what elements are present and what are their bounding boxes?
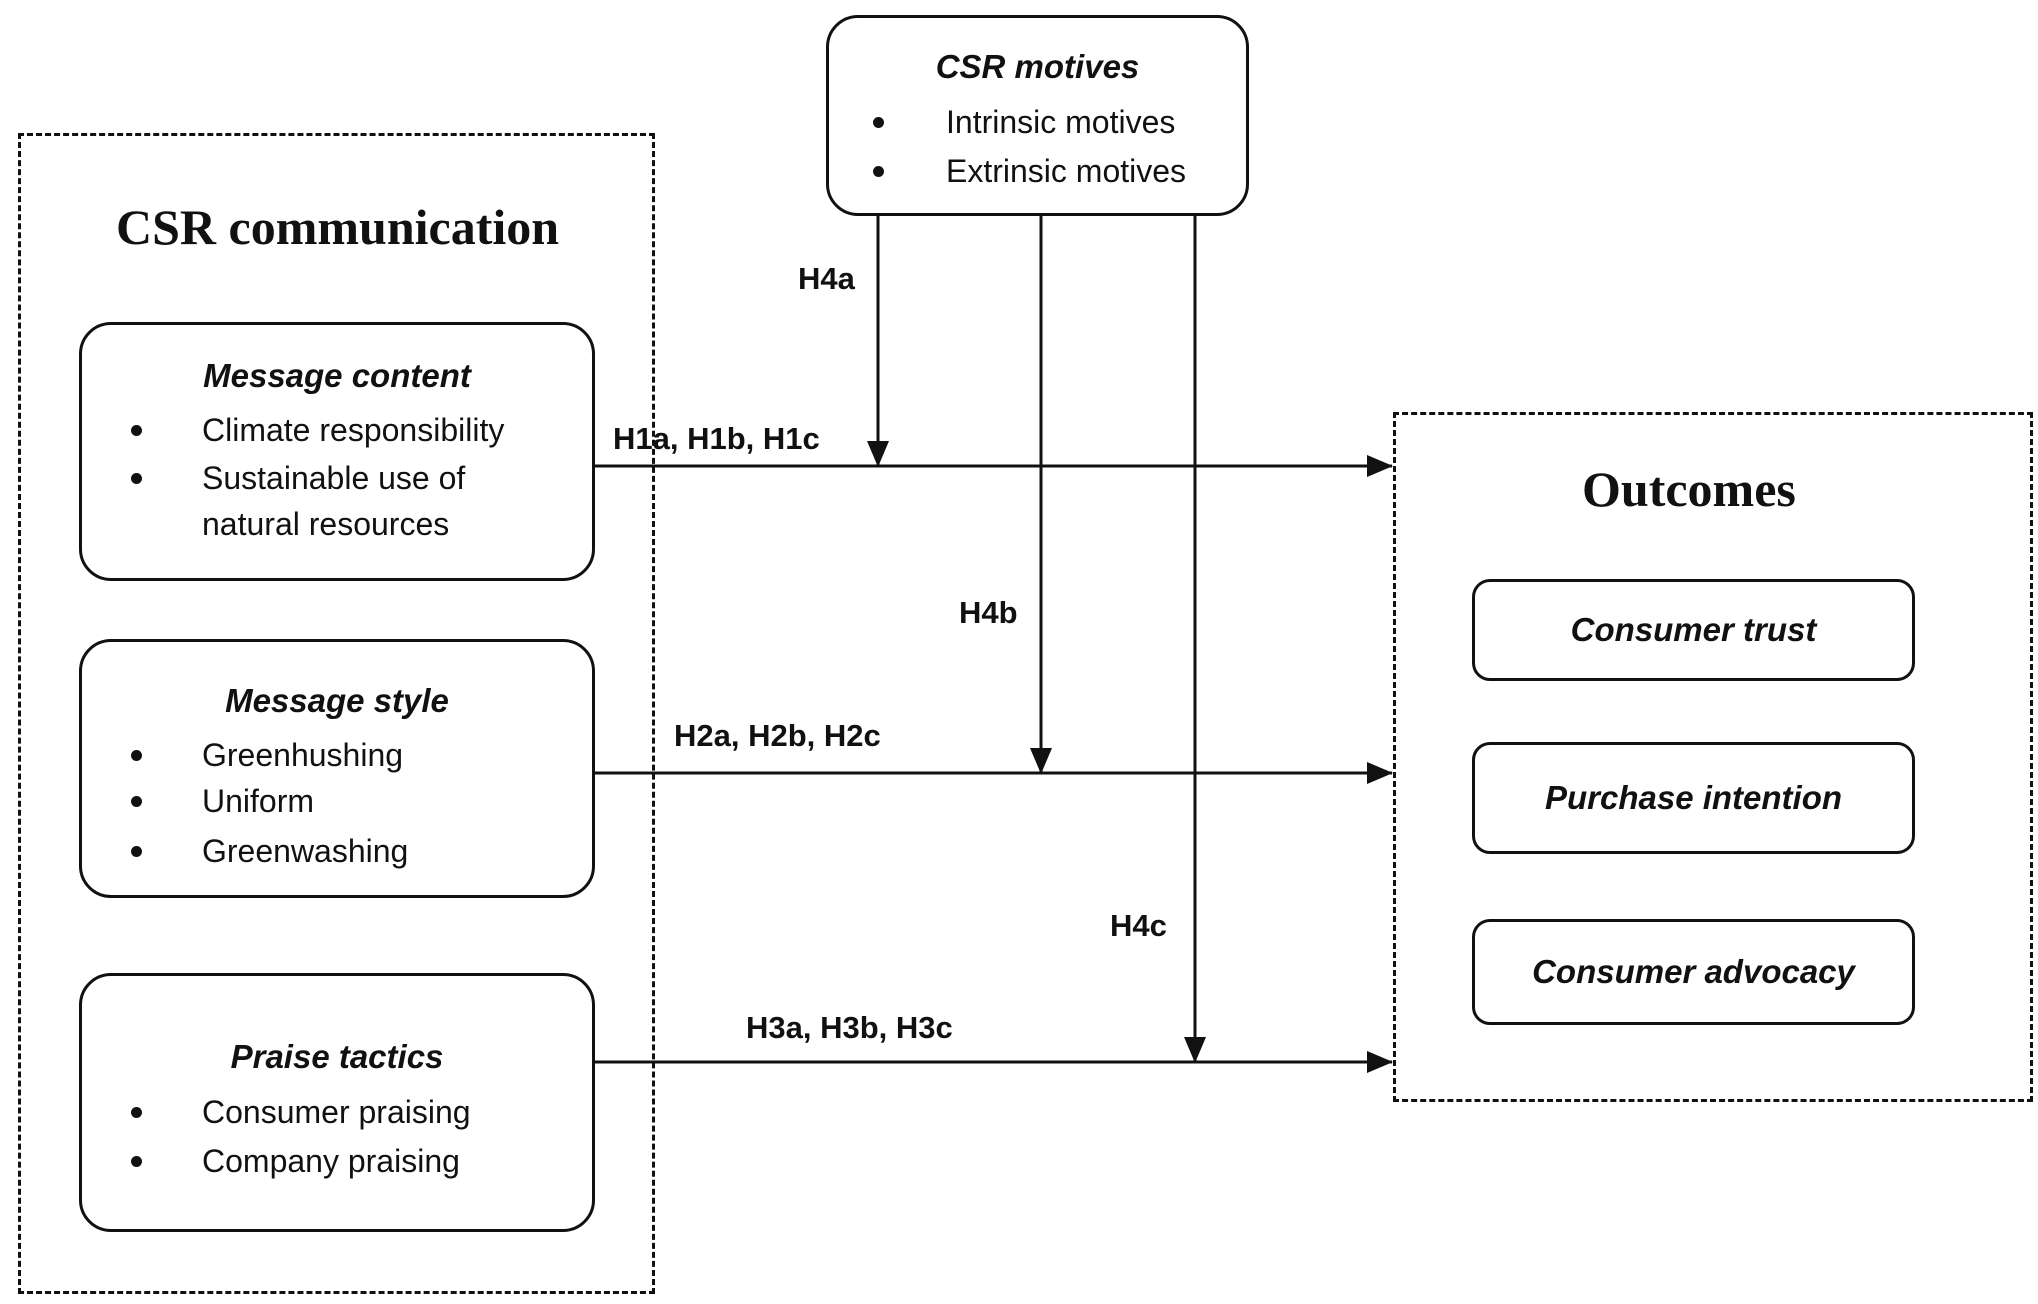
outcomes-frame: [1393, 412, 2033, 1102]
list-item: Consumer praising: [202, 1094, 471, 1130]
outcomes-title: Outcomes: [1582, 461, 1796, 517]
list-item: Extrinsic motives: [946, 153, 1187, 189]
hypothesis-label-h2: H2a, H2b, H2c: [674, 718, 881, 753]
bullet-icon: [131, 750, 142, 761]
bullet-icon: [131, 473, 142, 484]
csr-motives-title: CSR motives: [935, 48, 1140, 85]
purchase-intention-box: Purchase intention: [1472, 742, 1915, 854]
hypothesis-label-h4c: H4c: [1110, 908, 1167, 943]
list-item: Intrinsic motives: [946, 104, 1176, 140]
message-content-title: Message content: [203, 357, 471, 394]
hypothesis-label-h4b: H4b: [959, 595, 1018, 630]
bullet-icon: [131, 425, 142, 436]
consumer-advocacy-box: Consumer advocacy: [1472, 919, 1915, 1025]
bullet-icon: [873, 166, 884, 177]
message-style-box: Message style Greenhushing Uniform Green…: [79, 639, 595, 898]
message-content-box: Message content Climate responsibility S…: [79, 322, 595, 581]
hypothesis-label-h1: H1a, H1b, H1c: [613, 421, 820, 456]
hypothesis-label-h3: H3a, H3b, H3c: [746, 1010, 953, 1045]
praise-tactics-title: Praise tactics: [230, 1038, 444, 1075]
csr-communication-title: CSR communication: [116, 199, 560, 255]
list-item: natural resources: [202, 506, 450, 542]
outcome-label: Consumer trust: [1570, 611, 1817, 648]
hypothesis-label-h4a: H4a: [798, 261, 855, 296]
bullet-icon: [131, 796, 142, 807]
list-item: Greenhushing: [202, 737, 404, 773]
list-item: Climate responsibility: [202, 412, 505, 448]
list-item: Company praising: [202, 1143, 460, 1179]
bullet-icon: [131, 1107, 142, 1118]
list-item: Greenwashing: [202, 833, 409, 869]
consumer-trust-box: Consumer trust: [1472, 579, 1915, 681]
list-item: Sustainable use of: [202, 460, 466, 496]
praise-tactics-box: Praise tactics Consumer praising Company…: [79, 973, 595, 1232]
bullet-icon: [873, 117, 884, 128]
outcome-label: Consumer advocacy: [1532, 953, 1855, 990]
bullet-icon: [131, 1156, 142, 1167]
outcome-label: Purchase intention: [1544, 779, 1843, 816]
csr-motives-box: CSR motives Intrinsic motives Extrinsic …: [826, 15, 1249, 216]
list-item: Uniform: [202, 783, 315, 819]
bullet-icon: [131, 846, 142, 857]
message-style-title: Message style: [225, 682, 449, 719]
csr-communication-frame: [18, 133, 655, 1294]
